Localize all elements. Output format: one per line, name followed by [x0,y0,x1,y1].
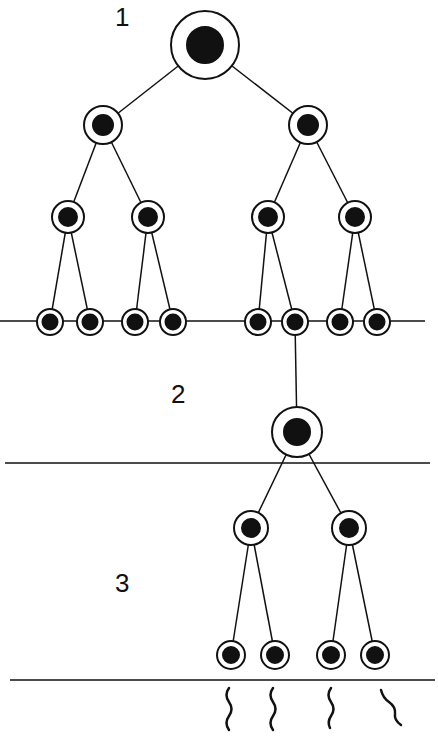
cell [289,106,327,144]
cell [217,641,245,669]
cell [52,201,84,233]
cell [332,511,366,545]
nucleus [223,647,239,663]
cell [84,106,122,144]
cells [37,11,390,669]
nucleus [93,115,113,135]
nucleus [251,315,266,330]
division-line [231,528,251,655]
nucleus [288,315,303,330]
phase-line [10,679,435,681]
nucleus [370,315,385,330]
cell [171,11,239,79]
cell [364,309,390,335]
nucleus [346,208,364,226]
nucleus [187,27,223,63]
cell [272,407,322,457]
sperm [329,688,334,728]
cell [361,641,389,669]
nucleus [139,208,157,226]
stage-number: 1 [115,4,129,30]
nucleus [333,315,348,330]
cell [245,309,271,335]
cell [282,309,308,335]
nucleus [367,647,383,663]
nucleus [284,419,310,445]
cell [37,309,63,335]
nucleus [259,208,277,226]
phase-line [5,462,430,464]
phase-boundaries [0,321,435,680]
nucleus [83,315,98,330]
cell [132,201,164,233]
division-lines [50,45,377,655]
division-line [251,528,275,655]
cell [77,309,103,335]
stage-number: 3 [115,570,129,596]
cell [261,641,289,669]
cell [339,201,371,233]
cell [317,641,345,669]
nucleus [267,647,283,663]
nucleus [340,519,358,537]
nucleus [242,519,260,537]
nucleus [323,647,339,663]
sperm-cells [227,688,402,730]
nucleus [166,315,181,330]
cell [327,309,353,335]
cell [252,201,284,233]
nucleus [59,208,77,226]
nucleus [43,315,58,330]
sperm [381,690,401,725]
stage-number: 2 [171,381,185,407]
division-line [349,528,375,655]
sperm [227,688,232,730]
sperm [271,688,276,730]
nucleus [298,115,318,135]
division-line [331,528,349,655]
cell [122,309,148,335]
cell [160,309,186,335]
nucleus [128,315,143,330]
cell [234,511,268,545]
